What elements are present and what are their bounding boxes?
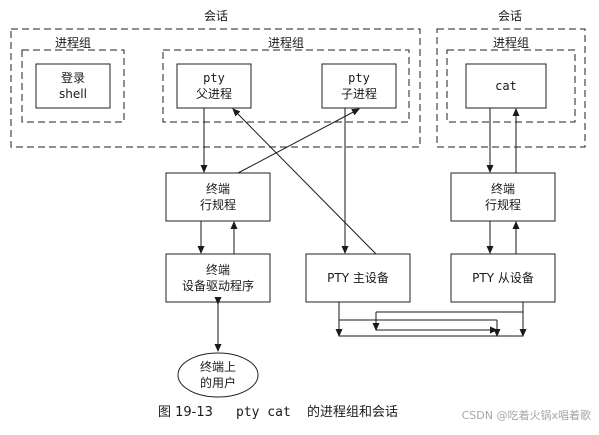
terminal-driver-label: 终端 设备驱动程序: [166, 254, 270, 302]
arrow-slave-to-master: [376, 302, 524, 313]
line-discipline-left-box: [165, 172, 271, 222]
user-line-2: 的用户: [199, 376, 236, 390]
login-shell-box: [35, 63, 111, 109]
pty-child-label: pty 子进程: [322, 64, 396, 108]
line-discipline-left-line-1: 终端: [205, 182, 230, 196]
group-label-shell: 进程组: [54, 36, 91, 50]
pty-slave-box: [450, 253, 556, 303]
pty-slave-line-1: PTY 从设备: [472, 271, 534, 285]
login-shell-line-1: 登录: [60, 71, 85, 85]
cat-line-1: cat: [495, 79, 517, 93]
session-left-border: [10, 28, 421, 148]
caption-text: 的进程组和会话: [307, 405, 399, 420]
pty-master-label: PTY 主设备: [306, 254, 410, 302]
pty-parent-label: pty 父进程: [177, 64, 251, 108]
user-label: 终端上 的用户: [178, 353, 258, 397]
arrow-pty-master-to-pty-parent: [232, 108, 377, 255]
line-discipline-right-label: 终端 行规程: [451, 173, 555, 221]
session-label-right: 会话: [497, 9, 522, 23]
line-discipline-right-box: [450, 172, 556, 222]
group-pty-border: [162, 49, 410, 123]
terminal-driver-line-1: 终端: [205, 263, 230, 277]
arrow-master-to-slave: [338, 302, 497, 321]
user-line-1: 终端上: [199, 360, 236, 374]
pty-master-line-1: PTY 主设备: [327, 271, 389, 285]
session-right-border: [436, 28, 586, 148]
cat-box: [465, 63, 547, 109]
line-discipline-right-line-1: 终端: [490, 182, 515, 196]
arrow-line-discipline-to-pty-child: [237, 108, 360, 174]
pty-master-box: [305, 253, 411, 303]
pty-child-line-1: pty: [348, 71, 370, 85]
watermark: CSDN @吃着火锅x唱着歌: [461, 409, 591, 422]
group-shell-border: [21, 49, 125, 123]
group-label-pty: 进程组: [267, 36, 304, 50]
login-shell-line-2: shell: [59, 87, 87, 101]
user-ellipse: [177, 352, 259, 398]
terminal-driver-line-2: 设备驱动程序: [181, 279, 254, 293]
group-cat-border: [446, 49, 576, 123]
line-discipline-right-line-2: 行规程: [484, 198, 521, 212]
pty-parent-line-2: 父进程: [195, 87, 232, 101]
caption-figure-number: 图 19-13: [158, 405, 213, 420]
caption-command: pty cat: [236, 405, 291, 420]
cat-label: cat: [466, 64, 546, 108]
pty-parent-box: [176, 63, 252, 109]
line-discipline-left-line-2: 行规程: [199, 198, 236, 212]
line-discipline-left-label: 终端 行规程: [166, 173, 270, 221]
figure-caption: 图 19-13 pty cat 的进程组和会话: [0, 403, 599, 423]
pty-child-line-2: 子进程: [340, 87, 377, 101]
pty-parent-line-1: pty: [203, 71, 225, 85]
login-shell-label: 登录 shell: [36, 64, 110, 108]
pty-child-box: [321, 63, 397, 109]
session-label-left: 会话: [203, 9, 228, 23]
group-label-cat: 进程组: [492, 36, 529, 50]
terminal-driver-box: [165, 253, 271, 303]
pty-slave-label: PTY 从设备: [451, 254, 555, 302]
